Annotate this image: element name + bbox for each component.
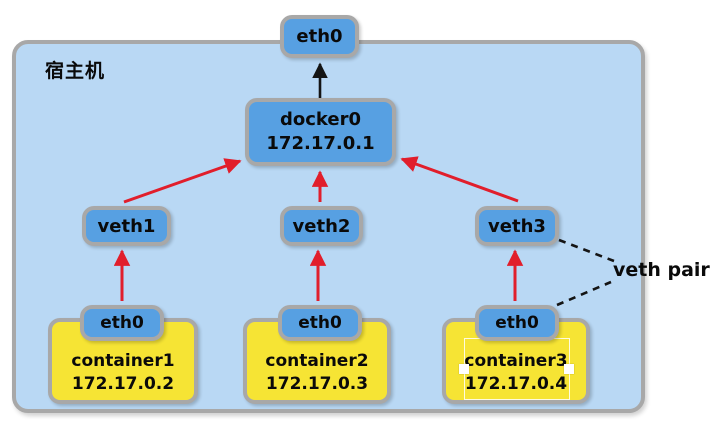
veth2-node[interactable]: veth2	[280, 206, 363, 246]
container2-ip: 172.17.0.3	[265, 374, 369, 394]
veth3-label: veth3	[488, 215, 546, 237]
container2-eth0-label: eth0	[298, 313, 342, 333]
container2-name: container2	[265, 351, 369, 371]
container3-name: container3	[464, 351, 568, 371]
host-eth0-node[interactable]: eth0	[280, 15, 359, 58]
veth1-label: veth1	[97, 215, 156, 237]
container3-eth0-node[interactable]: eth0	[475, 305, 559, 341]
container3-text-selection-outline	[464, 338, 570, 400]
docker0-name: docker0	[279, 108, 362, 130]
veth2-label: veth2	[292, 215, 351, 237]
container1-name: container1	[71, 351, 175, 371]
host-machine-label: 宿主机	[45, 60, 106, 82]
docker0-ip: 172.17.0.1	[266, 133, 375, 154]
container1-eth0-label: eth0	[100, 313, 144, 333]
selection-handle-left[interactable]	[459, 364, 469, 374]
host-eth0-label: eth0	[296, 26, 343, 47]
veth3-node[interactable]: veth3	[475, 206, 559, 246]
veth-pair-annotation: veth pair	[613, 259, 710, 281]
container1-eth0-node[interactable]: eth0	[80, 305, 164, 341]
container3-eth0-label: eth0	[495, 313, 539, 333]
container2-eth0-node[interactable]: eth0	[278, 305, 362, 341]
veth1-node[interactable]: veth1	[82, 206, 171, 246]
docker0-bridge-node[interactable]: docker0 172.17.0.1	[245, 98, 396, 166]
selection-handle-right[interactable]	[564, 364, 574, 374]
container3-ip: 172.17.0.4	[464, 374, 568, 394]
container1-ip: 172.17.0.2	[71, 374, 175, 394]
